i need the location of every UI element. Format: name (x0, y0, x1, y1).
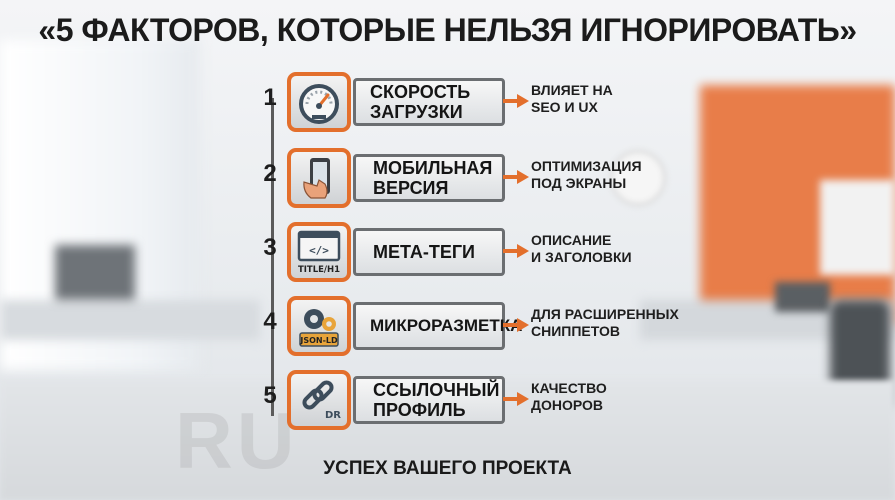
factor-label: СКОРОСТЬ ЗАГРУЗКИ (353, 78, 505, 126)
factor-label: МЕТА-ТЕГИ (353, 228, 505, 276)
factor-label: МОБИЛЬНАЯ ВЕРСИЯ (353, 154, 505, 202)
smartphone-icon (287, 148, 351, 208)
factor-label: МИКРОРАЗМЕТКА (353, 302, 522, 350)
code-window-icon: </> TITLE/H1 (287, 222, 351, 282)
svg-text:TITLE/H1: TITLE/H1 (298, 265, 340, 274)
footer-caption: УСПЕХ ВАШЕГО ПРОЕКТА (323, 458, 572, 479)
arrow-right-icon (503, 244, 529, 258)
factor-label: ССЫЛОЧНЫЙ ПРОФИЛЬ (353, 376, 505, 424)
page-title: «5 ФАКТОРОВ, КОТОРЫЕ НЕЛЬЗЯ ИГНОРИРОВАТЬ… (38, 12, 857, 48)
arrow-right-icon (503, 94, 529, 108)
timeline-line (271, 98, 274, 416)
svg-text:</>: </> (309, 244, 329, 257)
factor-number: 4 (263, 308, 277, 335)
svg-text:JSON-LD: JSON-LD (299, 336, 338, 345)
factor-number: 1 (263, 84, 277, 111)
arrow-right-icon (503, 170, 529, 184)
arrow-right-icon (503, 392, 529, 406)
gears-icon: JSON-LD (287, 296, 351, 356)
factor-number: 2 (263, 160, 277, 187)
arrow-right-icon (503, 318, 529, 332)
factor-number: 3 (263, 234, 277, 261)
watermark: RU (175, 396, 299, 485)
factor-number: 5 (263, 382, 277, 409)
svg-text:DR: DR (325, 410, 341, 421)
wall-clock-icon (610, 150, 666, 206)
chain-link-icon: DR (287, 370, 351, 430)
speedometer-icon (287, 72, 351, 132)
